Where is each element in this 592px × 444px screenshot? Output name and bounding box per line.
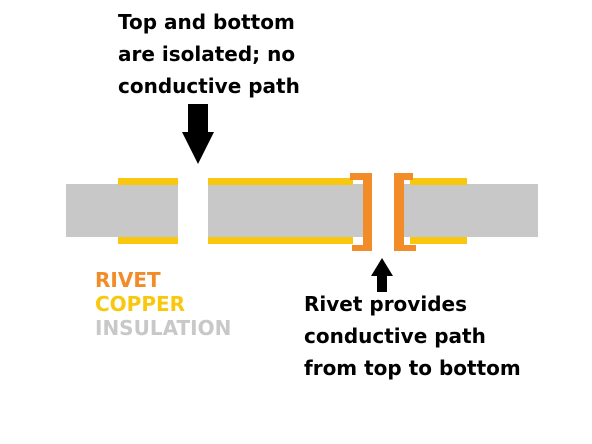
arrow-down-icon <box>182 104 214 164</box>
isolation-callout-line-1: Top and bottom <box>118 10 295 34</box>
isolation-callout-line-3: conductive path <box>118 74 300 98</box>
rivet-callout-line-2: conductive path <box>304 324 486 348</box>
rivet-left-half <box>350 173 372 251</box>
rivet-callout-line-1: Rivet provides <box>304 292 467 316</box>
copper-top-right <box>410 178 467 185</box>
rivet-callout-line-3: from top to bottom <box>304 356 521 380</box>
legend-insulation: INSULATION <box>95 316 232 340</box>
isolation-callout: Top and bottom are isolated; no conducti… <box>118 6 300 102</box>
copper-bottom-left <box>118 237 178 244</box>
rivet-callout: Rivet provides conductive path from top … <box>304 288 521 384</box>
rivet-right-half <box>394 173 416 251</box>
insulation-right-segment <box>404 184 538 237</box>
arrow-up-icon <box>371 258 393 292</box>
insulation-left-segment <box>66 184 178 237</box>
insulation-middle-segment <box>208 184 363 237</box>
legend: RIVET COPPER INSULATION <box>95 268 231 340</box>
legend-rivet: RIVET <box>95 268 161 292</box>
copper-bottom-middle <box>208 237 353 244</box>
legend-copper: COPPER <box>95 292 186 316</box>
copper-top-middle <box>208 178 353 185</box>
copper-top-left <box>118 178 178 185</box>
copper-bottom-right <box>410 237 467 244</box>
isolation-callout-line-2: are isolated; no <box>118 42 296 66</box>
